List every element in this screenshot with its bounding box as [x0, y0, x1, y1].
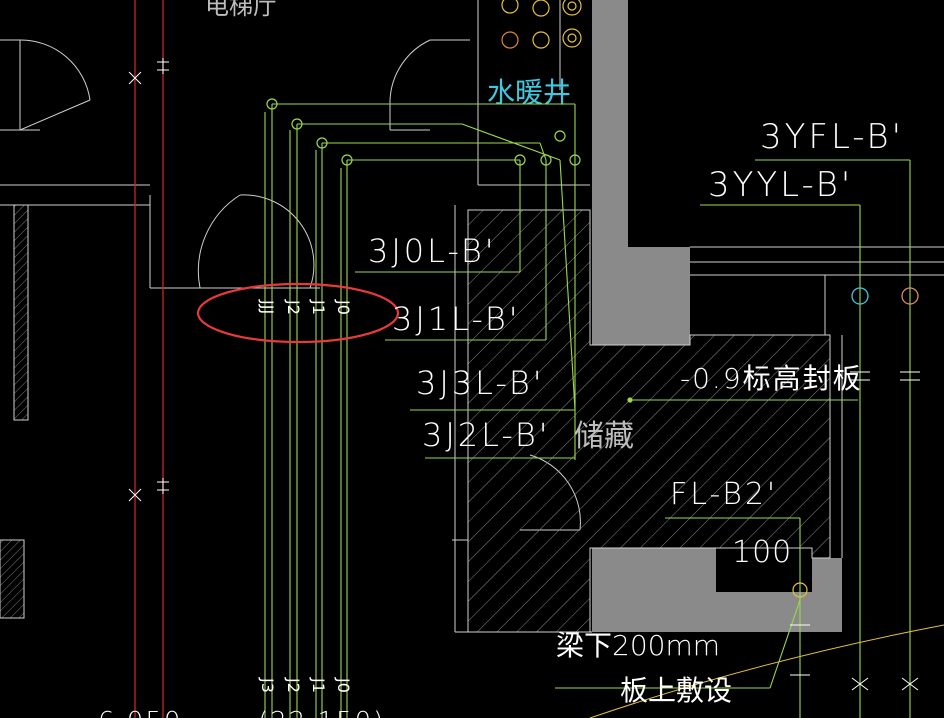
svg-text:J0: J0: [334, 299, 353, 315]
storage-label: 储藏: [574, 419, 634, 454]
vertical-tags-bottom: J3 J2 J1 J0: [258, 677, 353, 693]
highlight-ellipse: [196, 282, 400, 344]
shaft-pipes-top: [501, 0, 582, 49]
svg-text:J2: J2: [284, 677, 303, 693]
axis-lines: [134, 0, 164, 718]
slope-line: [589, 624, 944, 718]
dimension-label: 100: [732, 535, 792, 570]
pipe-label-j0l: 3J0L-B': [368, 232, 497, 270]
bottom-elevation: 6.050: [98, 707, 182, 718]
slab-note: -0.9标高封板: [680, 362, 863, 395]
svg-text:J1: J1: [309, 677, 328, 693]
pipe-label-yyl: 3YYL-B': [708, 165, 853, 205]
concrete-columns: [592, 0, 842, 632]
left-walls: [0, 39, 320, 619]
svg-text:J1: J1: [309, 299, 328, 315]
beam-note-2: 板上敷设: [620, 674, 732, 707]
pipe-routes: [264, 103, 911, 718]
pipe-label-yfl: 3YFL-B': [760, 117, 904, 157]
pipe-nodes: [266, 98, 808, 598]
pipe-label-j3l: 3J3L-B': [416, 364, 545, 402]
svg-text:J3: J3: [258, 677, 277, 693]
svg-text:J0: J0: [334, 677, 353, 693]
bottom-elevation-2: (22.150): [258, 707, 385, 718]
pipe-label-j2l: 3J2L-B': [422, 416, 551, 454]
vertical-tags-mid: JJJ J2 J1 J0: [258, 299, 353, 315]
storage-room: [452, 205, 944, 633]
svg-text:J2: J2: [284, 299, 303, 315]
room-label: 电梯厅: [205, 0, 277, 20]
svg-text:JJJ: JJJ: [258, 299, 277, 314]
beam-note-1: 梁下200mm: [556, 629, 720, 662]
shaft-walls: [477, 0, 590, 186]
axis-marks: [128, 58, 169, 502]
floor-drain-label: FL-B2': [670, 477, 778, 512]
pipe-label-j1l: 3J1L-B': [392, 300, 521, 338]
right-pipe-circles: [851, 287, 919, 305]
right-pipe-marks: [790, 371, 920, 691]
